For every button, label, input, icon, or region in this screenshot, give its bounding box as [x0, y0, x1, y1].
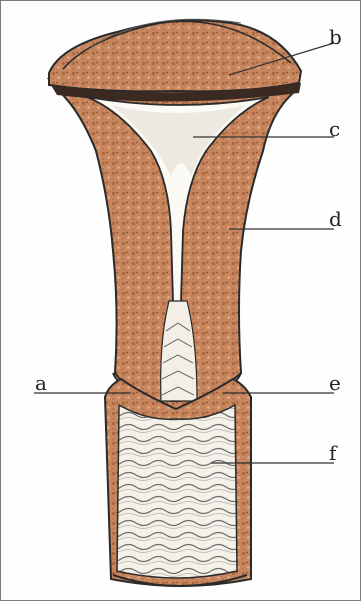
label-f: f	[329, 443, 336, 463]
label-b: b	[329, 27, 342, 47]
label-a: a	[35, 373, 47, 393]
label-c: c	[329, 119, 340, 139]
label-d: d	[329, 209, 342, 229]
label-e: e	[329, 373, 341, 393]
vaginal-lumen	[117, 405, 237, 578]
fundus-cap	[49, 20, 301, 91]
